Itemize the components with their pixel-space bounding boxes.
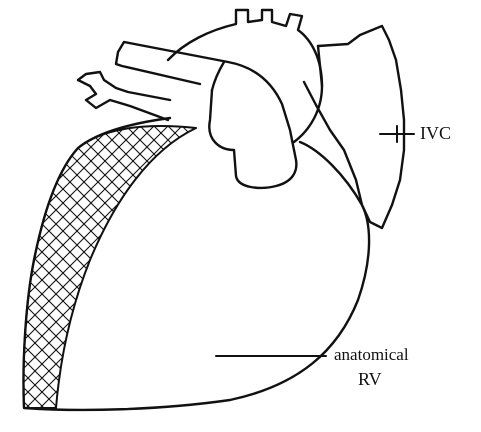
- arch-atrium-link: [318, 46, 322, 86]
- hatched-region: [23, 126, 196, 408]
- rv-label: RV: [358, 370, 382, 388]
- vessel-divider: [212, 62, 224, 90]
- anatomical-label: anatomical: [334, 346, 409, 363]
- ivc-label: IVC: [420, 124, 451, 142]
- aortic-arch: [168, 10, 322, 142]
- left-branch: [78, 72, 170, 120]
